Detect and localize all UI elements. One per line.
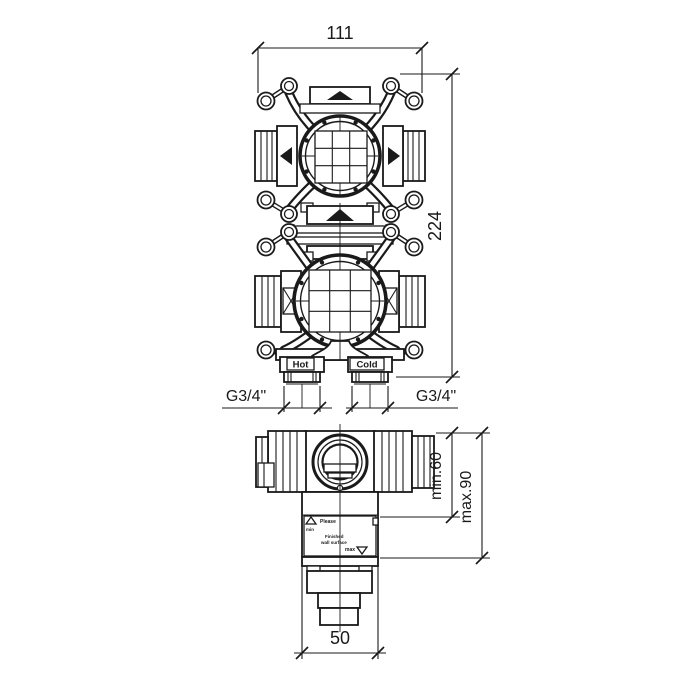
plate-text-line2: Finished (325, 534, 344, 539)
height-dim-label: 224 (425, 211, 445, 241)
lower-mounting-ears (256, 223, 424, 360)
lower-bolt-dots (299, 260, 381, 342)
flow-direction-up-icon (327, 91, 353, 100)
upper-valve-body (298, 114, 382, 198)
plate-text-max: max (345, 547, 355, 553)
dimension-max-depth: max.90 (380, 426, 490, 565)
bottom-manifold (275, 340, 405, 361)
side-view: Please min Finished wall surface max min… (255, 424, 490, 660)
width-dim-label: 111 (326, 23, 353, 43)
plate-text-min: min (306, 527, 314, 532)
hot-port-label: Hot (293, 360, 310, 371)
upper-right-port (382, 125, 426, 187)
bottom-width-label: 50 (330, 628, 350, 648)
flow-direction-right-icon (388, 147, 400, 165)
upper-top-tab (299, 86, 381, 114)
lower-right-port (378, 270, 426, 333)
upper-mounting-ears (256, 77, 424, 223)
hot-port: Hot (279, 356, 325, 385)
side-housing: Please min Finished wall surface max (301, 424, 379, 632)
dimension-width-111: 111 (251, 23, 429, 93)
plate-text-line3: wall surface (320, 540, 347, 545)
min-depth-arrow-icon (304, 515, 318, 525)
dimension-thread-left: G3/4" (222, 384, 332, 415)
min-depth-label: min.60 (428, 452, 445, 500)
front-view: Hot Cold 111 (222, 23, 460, 415)
flow-direction-left-icon (280, 147, 292, 165)
dimension-thread-right: G3/4" (345, 384, 458, 415)
upper-bolt-dots (304, 120, 376, 192)
upper-left-port (254, 125, 298, 187)
upper-cartridge-grid (302, 117, 378, 195)
max-depth-arrow-icon (355, 546, 369, 556)
dimension-bottom-width: 50 (294, 560, 386, 660)
cold-port: Cold (347, 356, 393, 385)
installation-depth-plate: Please min Finished wall surface max (304, 515, 369, 556)
thread-right-label: G3/4" (416, 388, 456, 405)
lower-left-port (254, 270, 302, 333)
cold-port-label: Cold (356, 360, 377, 371)
lower-cartridge-grid (296, 253, 384, 349)
max-depth-label: max.90 (458, 471, 475, 524)
side-port-block (255, 430, 435, 493)
lower-valve-body (292, 253, 388, 349)
plate-text-line1: Please (320, 519, 336, 525)
thread-left-label: G3/4" (226, 388, 266, 405)
dimension-height-224: 224 (396, 67, 460, 384)
